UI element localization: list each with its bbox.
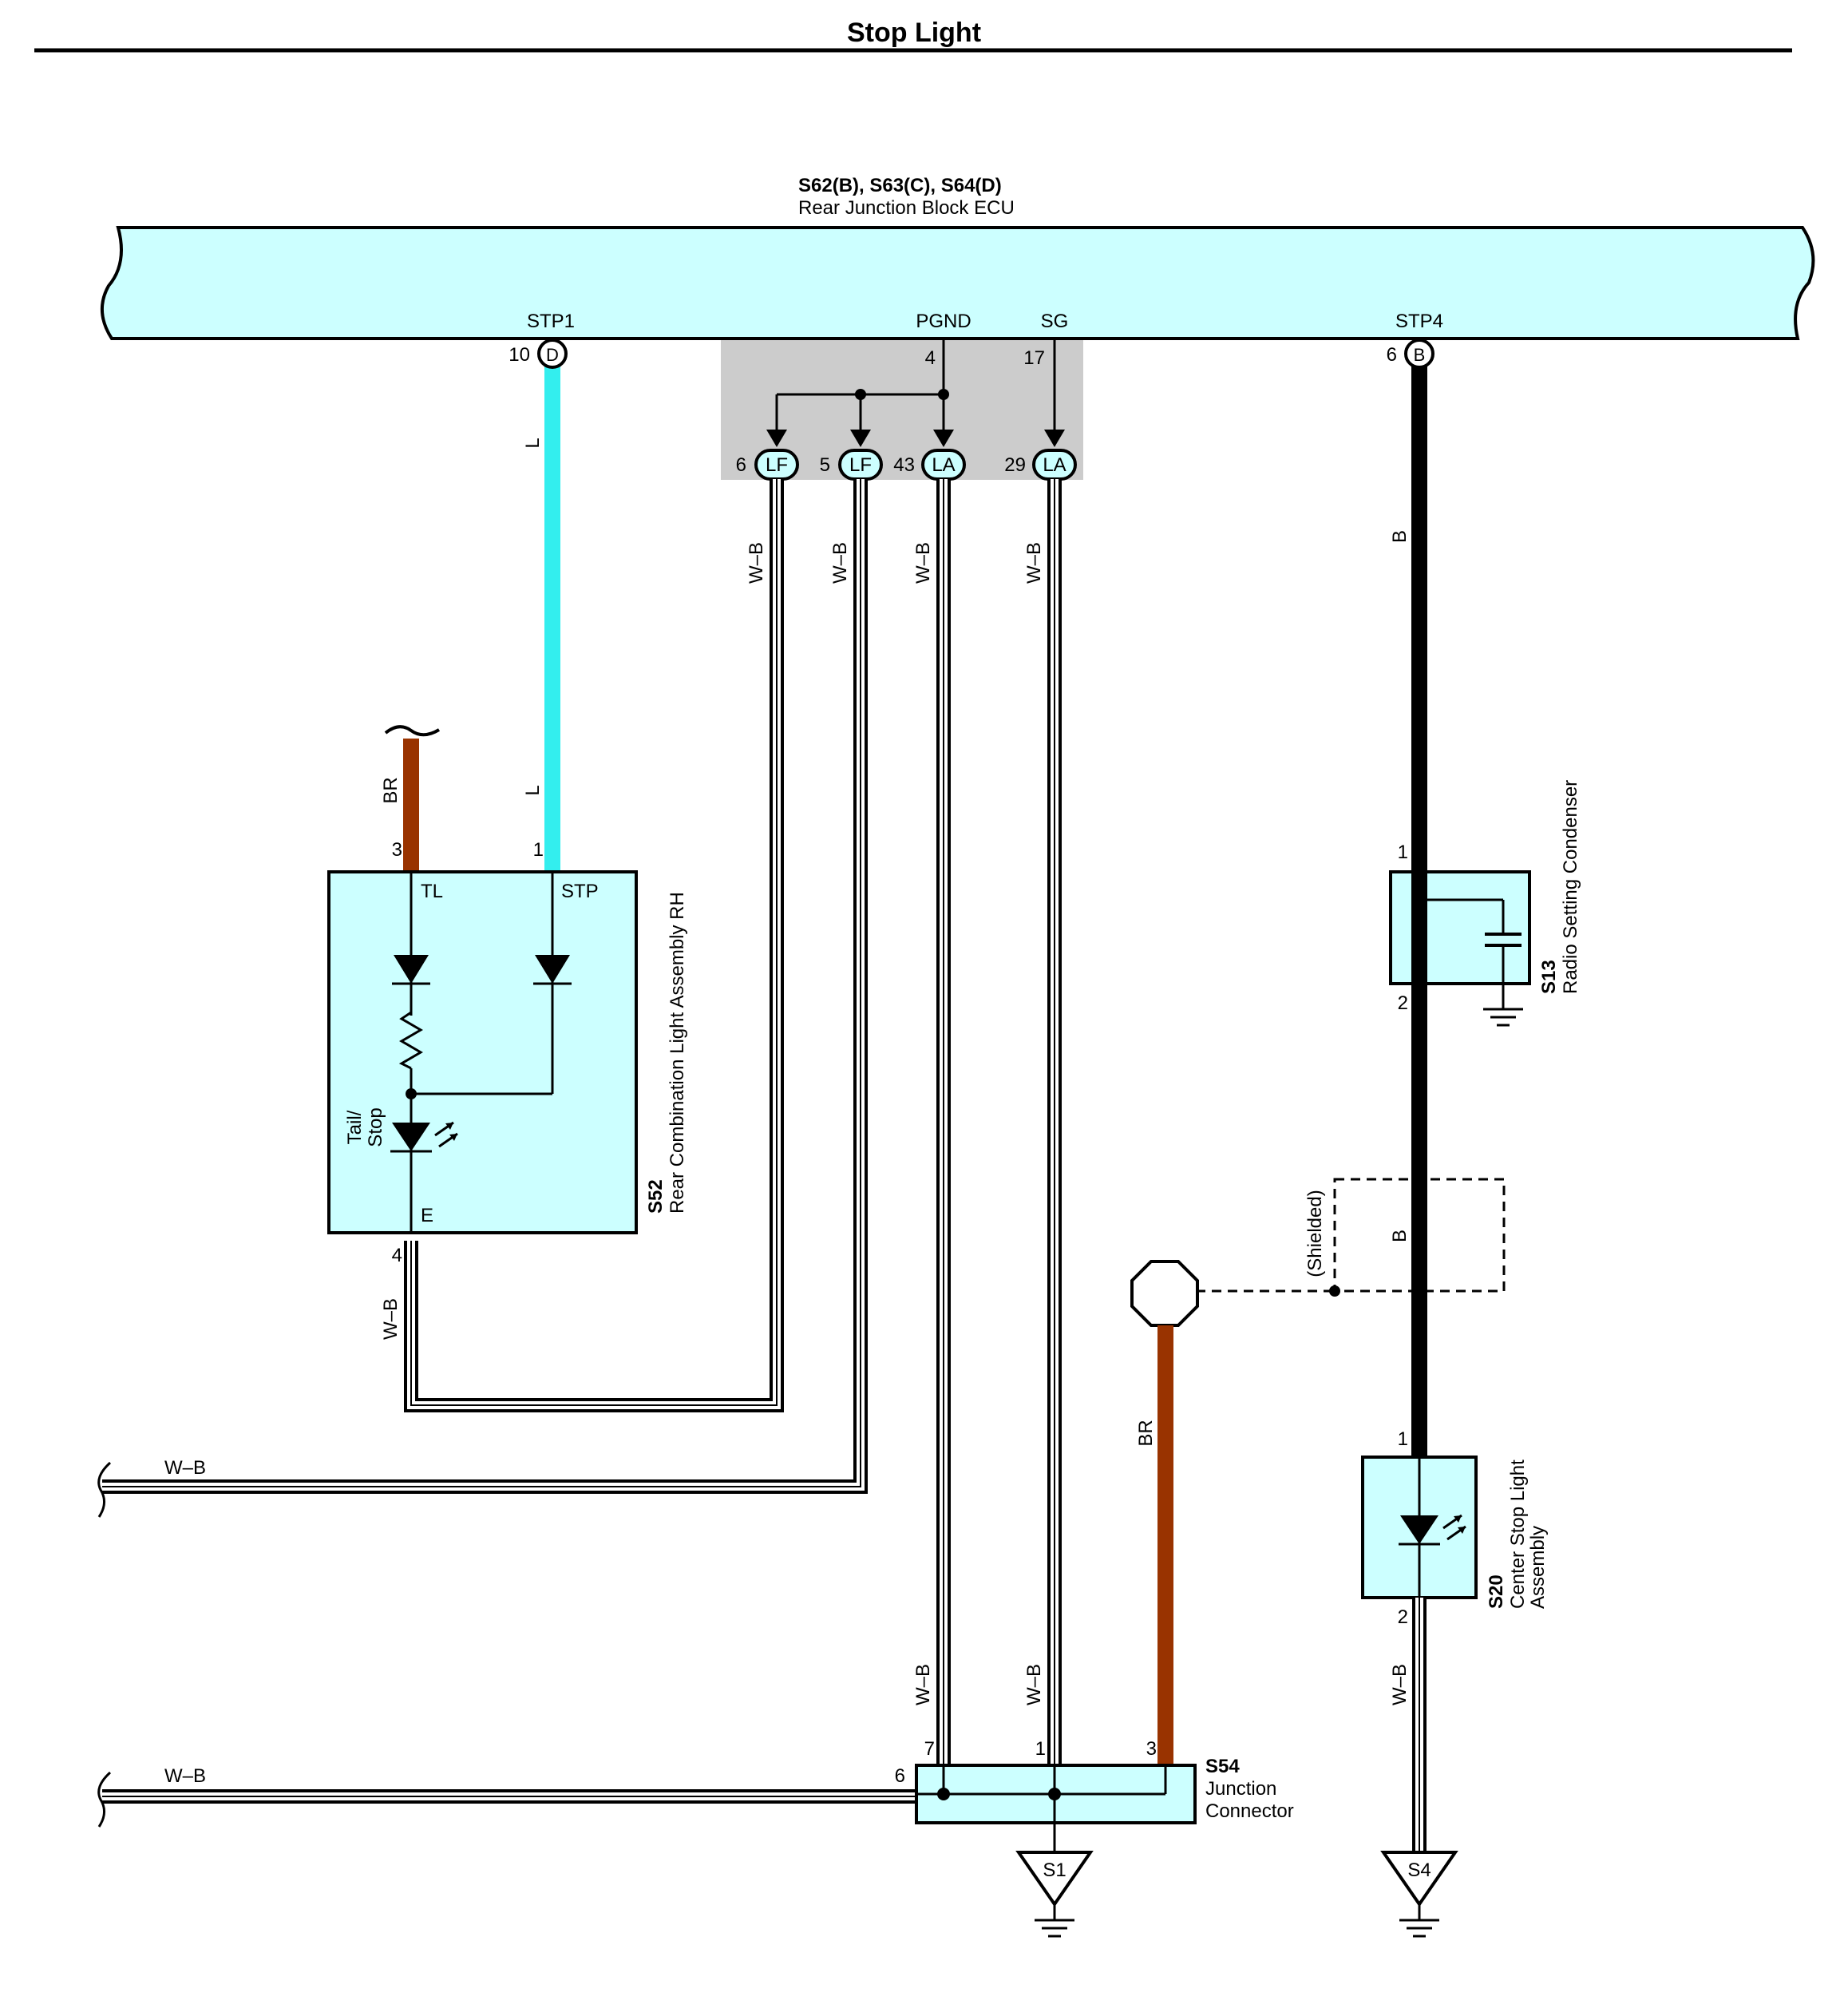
junction-pin-num: 43: [893, 454, 915, 476]
terminal-stp: STP: [561, 881, 599, 902]
wire-color-wb: W–B: [746, 542, 767, 584]
connector-d-pin10: [537, 339, 568, 369]
pin-label-stp4: STP4: [1395, 311, 1443, 332]
wire-color-wb: W–B: [164, 1457, 206, 1479]
lamp-label: Tail/: [344, 1110, 366, 1144]
s13-name: Radio Setting Condenser: [1560, 780, 1581, 994]
wire-color-br: BR: [1135, 1420, 1157, 1446]
splice-dot: [406, 1088, 417, 1099]
wire-color-wb: W–B: [829, 542, 851, 584]
pin-label-pgnd: PGND: [916, 311, 971, 332]
ground-icon: [1398, 1903, 1441, 1938]
s13-id: S13: [1538, 960, 1560, 994]
pin-num-10: 10: [508, 344, 530, 366]
junction-code: LF: [766, 454, 788, 476]
ground-point-s4: [1380, 1851, 1458, 1907]
pin-num: 4: [392, 1245, 402, 1266]
wire-color-l-bottom: L: [522, 785, 544, 795]
connector-code-b: B: [1414, 345, 1426, 365]
shielded-label: (Shielded): [1304, 1190, 1326, 1277]
ground-icon: [1033, 1903, 1076, 1938]
wire-color-wb: W–B: [912, 542, 934, 584]
s54-name: Connector: [1205, 1800, 1294, 1822]
wire-color-b: B: [1389, 1230, 1411, 1242]
splice-dot: [1414, 894, 1425, 905]
arrow-icon: [766, 430, 787, 447]
wire-break-mark: [97, 1461, 112, 1518]
page-title: Stop Light: [847, 18, 981, 48]
pin-label-sg: SG: [1041, 311, 1069, 332]
connector-code-d: D: [546, 345, 559, 365]
s20-id: S20: [1486, 1574, 1507, 1609]
wire-color-br: BR: [380, 777, 402, 803]
wire-color-wb: W–B: [1023, 542, 1045, 584]
s20-name: Center Stop Light: [1507, 1459, 1529, 1609]
ground-label: S1: [1043, 1860, 1066, 1881]
terminal-e: E: [421, 1205, 433, 1226]
wire-color-wb: W–B: [164, 1765, 206, 1787]
diode-icon: [535, 955, 570, 984]
splice-dot: [938, 389, 949, 400]
arrow-icon: [933, 430, 954, 447]
led-icon: [1400, 1515, 1438, 1544]
pin-num: 1: [1398, 1428, 1408, 1450]
pin-num: 6: [895, 1765, 905, 1787]
pin-label-stp1: STP1: [527, 311, 575, 332]
arrow-icon: [1044, 430, 1065, 447]
pin-num: 2: [1398, 992, 1408, 1014]
arrow-icon: [850, 430, 871, 447]
pin-num: 7: [924, 1738, 935, 1760]
pin-num: 1: [1398, 842, 1408, 863]
s54-name: Junction: [1205, 1778, 1276, 1800]
diode-icon: [394, 955, 429, 984]
wire-color-wb: W–B: [1023, 1664, 1045, 1705]
wire-color-wb: W–B: [912, 1664, 934, 1705]
pin-num-4: 4: [925, 347, 936, 369]
ground-label: S4: [1407, 1860, 1431, 1881]
pin-num-17: 17: [1023, 347, 1045, 369]
lamp-label: Stop: [365, 1107, 386, 1147]
pin-num: 3: [392, 839, 402, 861]
splice-dot: [855, 389, 866, 400]
pin-num: 3: [1146, 1738, 1157, 1760]
ecu-name: Rear Junction Block ECU: [798, 197, 1015, 219]
junction-code: LF: [849, 454, 872, 476]
ground-icon: [1482, 992, 1525, 1027]
led-icon: [392, 1123, 430, 1151]
rear-junction-block-ecu: [100, 226, 1815, 340]
junction-pin-num: 29: [1004, 454, 1026, 476]
terminal-tl: TL: [421, 881, 443, 902]
s54-id: S54: [1205, 1756, 1240, 1777]
splice-dot: [1329, 1285, 1340, 1297]
rear-combination-light-rh: [327, 870, 638, 1234]
junction-code: LA: [932, 454, 955, 476]
wire-color-b: B: [1389, 530, 1411, 543]
s20-name: Assembly: [1527, 1526, 1549, 1609]
junction-code: LA: [1043, 454, 1066, 476]
ecu-connector-ids: S62(B), S63(C), S64(D): [798, 175, 1002, 196]
s52-id: S52: [645, 1179, 667, 1214]
resistor-icon: [398, 1011, 423, 1070]
s52-name: Rear Combination Light Assembly RH: [667, 892, 688, 1214]
wire-color-wb: W–B: [380, 1298, 402, 1340]
pin-num: 1: [533, 839, 544, 861]
junction-pin-num: 5: [820, 454, 830, 476]
pin-num-6: 6: [1387, 344, 1397, 366]
wire-color-wb: W–B: [1389, 1664, 1411, 1705]
splice-dot: [937, 1788, 950, 1800]
wire-break-mark: [97, 1771, 112, 1828]
wire-break-mark: [384, 725, 441, 737]
connector-b-pin6: [1404, 339, 1434, 369]
pin-num: 1: [1035, 1738, 1046, 1760]
ground-point-s1: [1015, 1851, 1094, 1907]
junction-pin-num: 6: [736, 454, 746, 476]
shield-box: [1333, 1178, 1506, 1293]
shield-ground-point: [1130, 1260, 1199, 1327]
wire-color-l-top: L: [522, 438, 544, 448]
splice-dot: [1048, 1788, 1061, 1800]
pin-num: 2: [1398, 1606, 1408, 1628]
